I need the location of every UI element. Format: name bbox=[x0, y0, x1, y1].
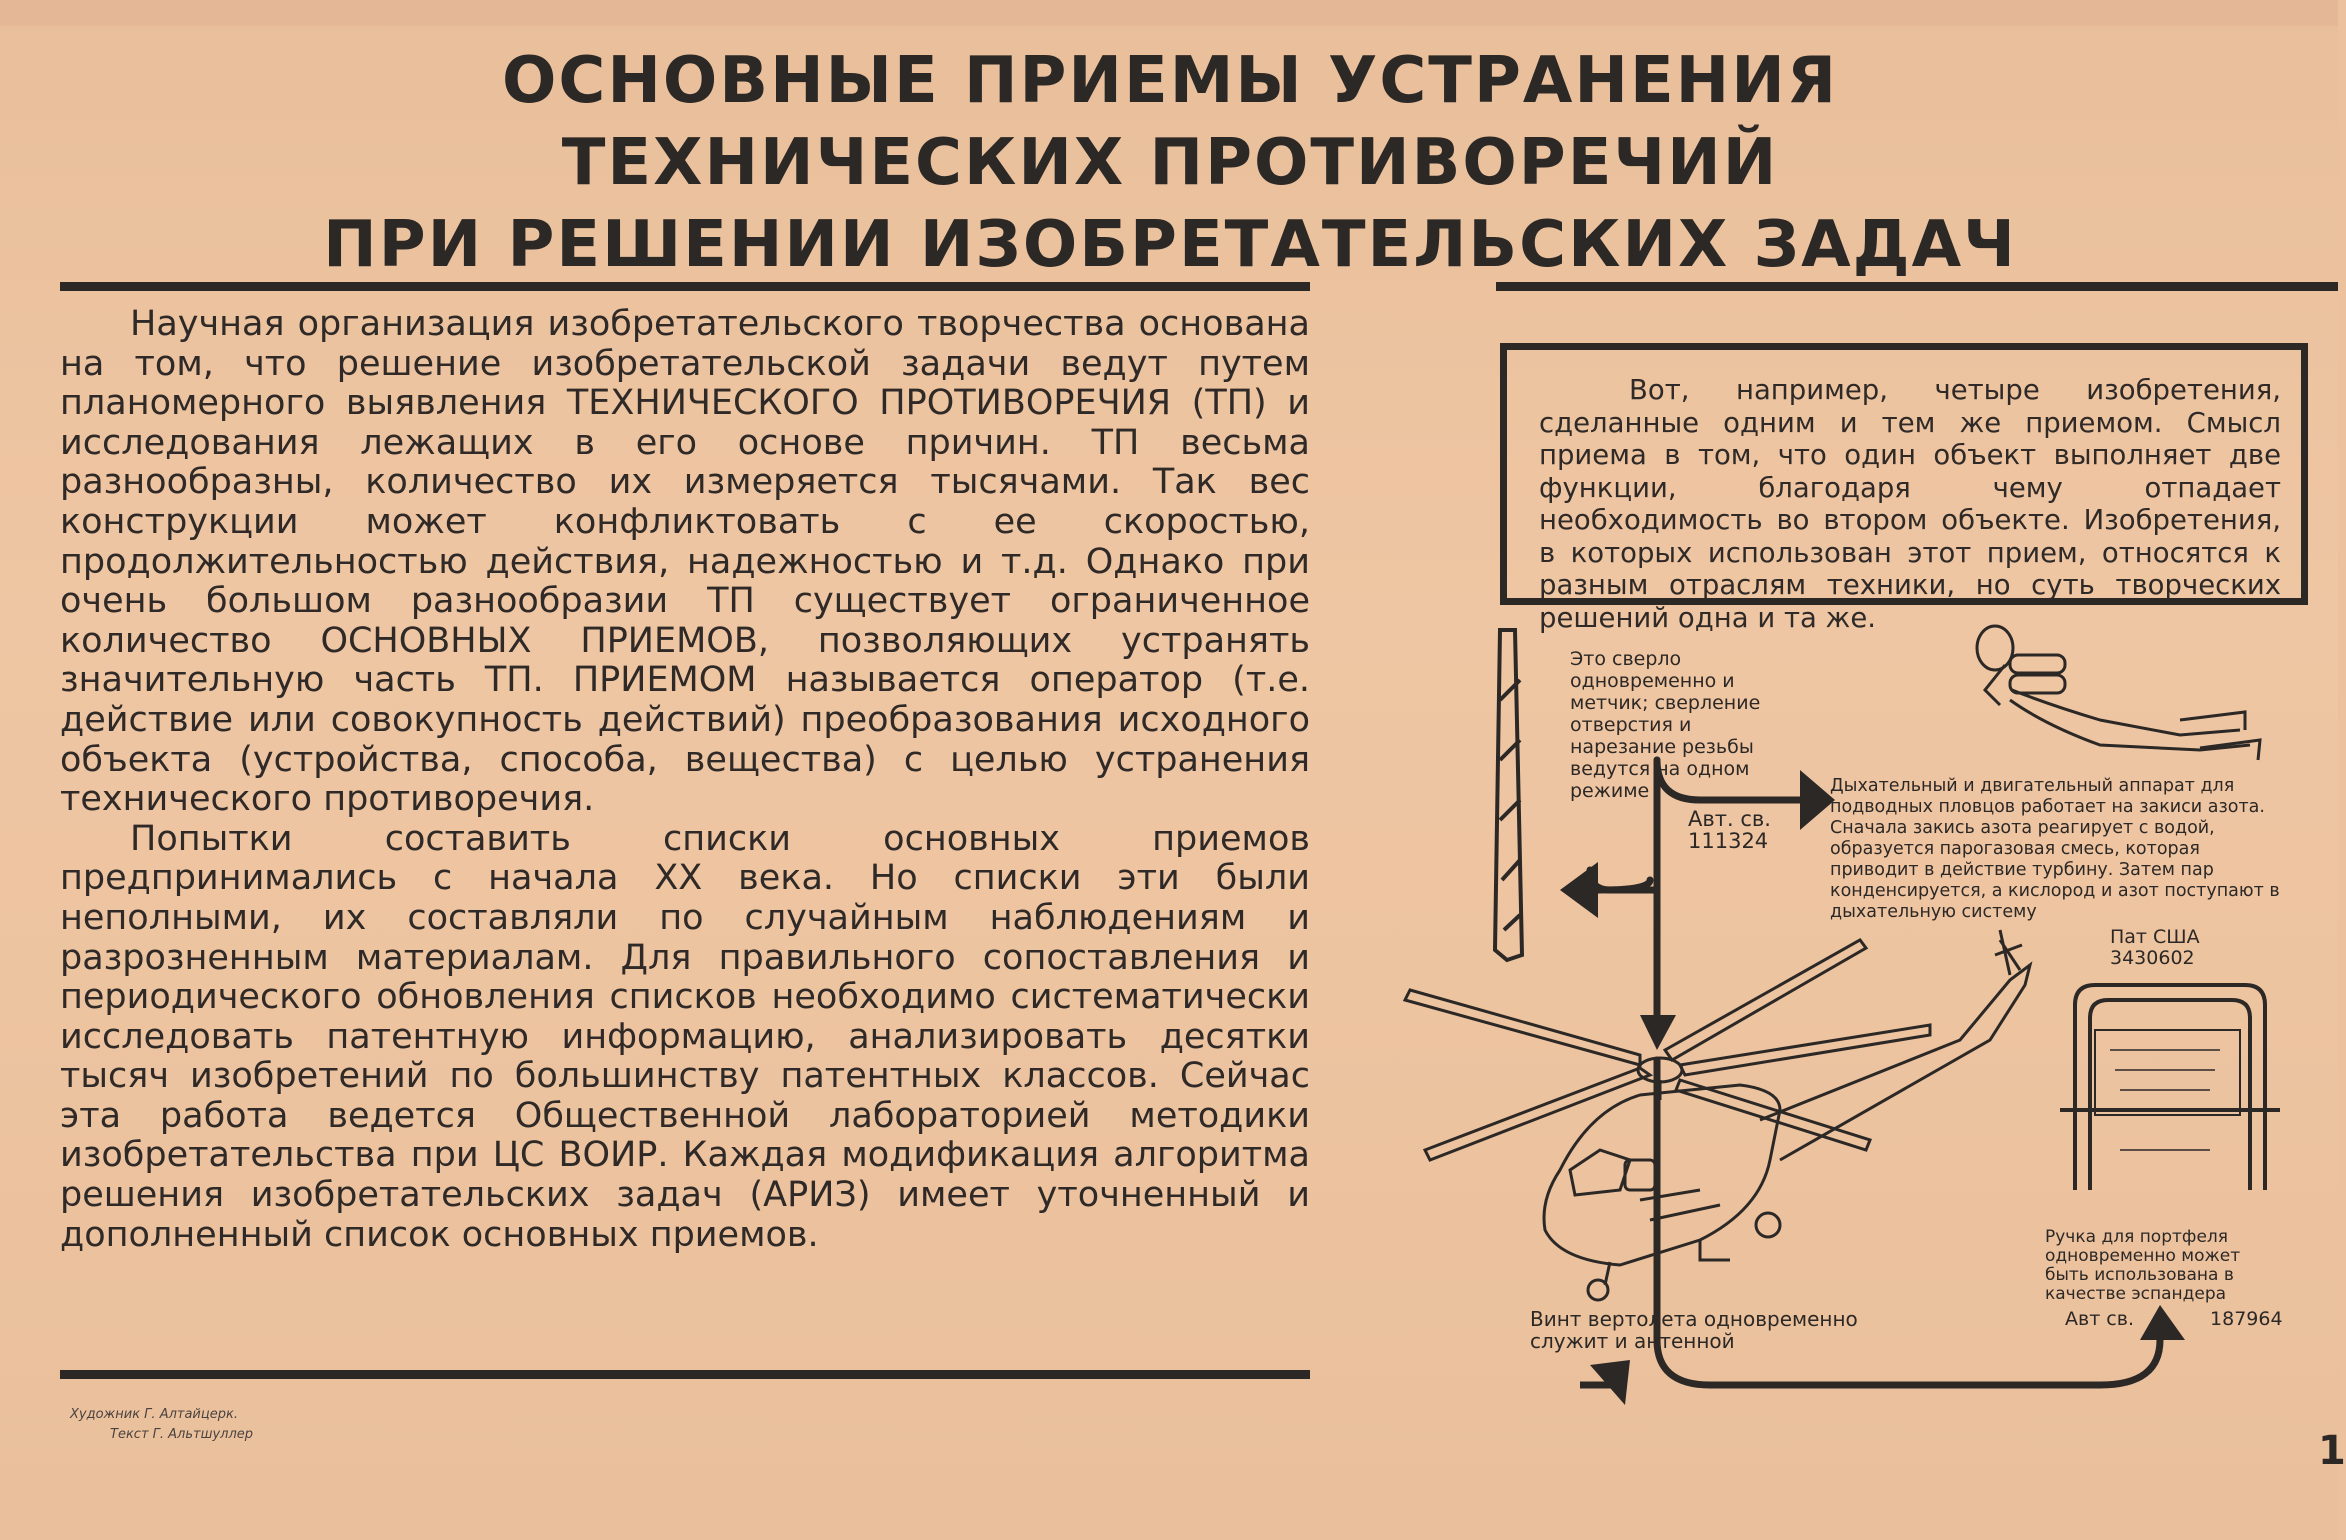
credit-author: Текст Г. Альтшуллер bbox=[110, 1427, 254, 1442]
caption-drill: Это сверло одновременно и метчик; сверле… bbox=[1570, 648, 1800, 852]
title-line-3: ПРИ РЕШЕНИИ ИЗОБРЕТАТЕЛЬСКИХ ЗАДАЧ bbox=[323, 208, 2017, 282]
caption-diver-patent: Пат США 3430602 bbox=[2110, 926, 2200, 969]
drill-illustration bbox=[1492, 628, 1525, 963]
handle-illustration bbox=[2060, 983, 2280, 1190]
page-number: 1 bbox=[2318, 1428, 2346, 1474]
title-line-2: ТЕХНИЧЕСКИХ ПРОТИВОРЕЧИЙ bbox=[561, 126, 1779, 200]
caption-handle-patent: Авт св. 187964 bbox=[2065, 1308, 2283, 1330]
caption-diver: Дыхательный и двигательный аппарат для п… bbox=[1830, 776, 2290, 969]
rule-top-left bbox=[60, 282, 1310, 291]
main-text: Научная организация изобретательского тв… bbox=[60, 304, 1310, 1255]
caption-drill-patent: Авт. св. 111324 bbox=[1688, 807, 1771, 853]
page-title: ОСНОВНЫЕ ПРИЕМЫ УСТРАНЕНИЯ ТЕХНИЧЕСКИХ П… bbox=[300, 40, 2040, 286]
caption-helicopter: Винт вертолета одновременно служит и ант… bbox=[1530, 1307, 1858, 1353]
title-line-1: ОСНОВНЫЕ ПРИЕМЫ УСТРАНЕНИЯ bbox=[501, 44, 1839, 118]
rule-bottom-left bbox=[60, 1370, 1310, 1379]
diver-illustration bbox=[1975, 624, 2262, 761]
example-box: Вот, например, четыре изобретения, сдела… bbox=[1500, 343, 2308, 634]
credits: Художник Г. Алтайцерк. Текст Г. Альтшулл… bbox=[70, 1405, 253, 1445]
rule-top-right bbox=[1496, 282, 2338, 291]
example-text: Вот, например, четыре изобретения, сдела… bbox=[1539, 374, 2281, 634]
caption-handle: Ручка для портфеля одновременно может бы… bbox=[2045, 1228, 2285, 1329]
paragraph-1: Научная организация изобретательского тв… bbox=[60, 304, 1310, 820]
paragraph-2: Попытки составить списки основных приемо… bbox=[60, 818, 1310, 1255]
helicopter-illustration bbox=[1402, 929, 2033, 1302]
credit-artist: Художник Г. Алтайцерк. bbox=[70, 1407, 238, 1422]
top-edge bbox=[0, 0, 2338, 26]
